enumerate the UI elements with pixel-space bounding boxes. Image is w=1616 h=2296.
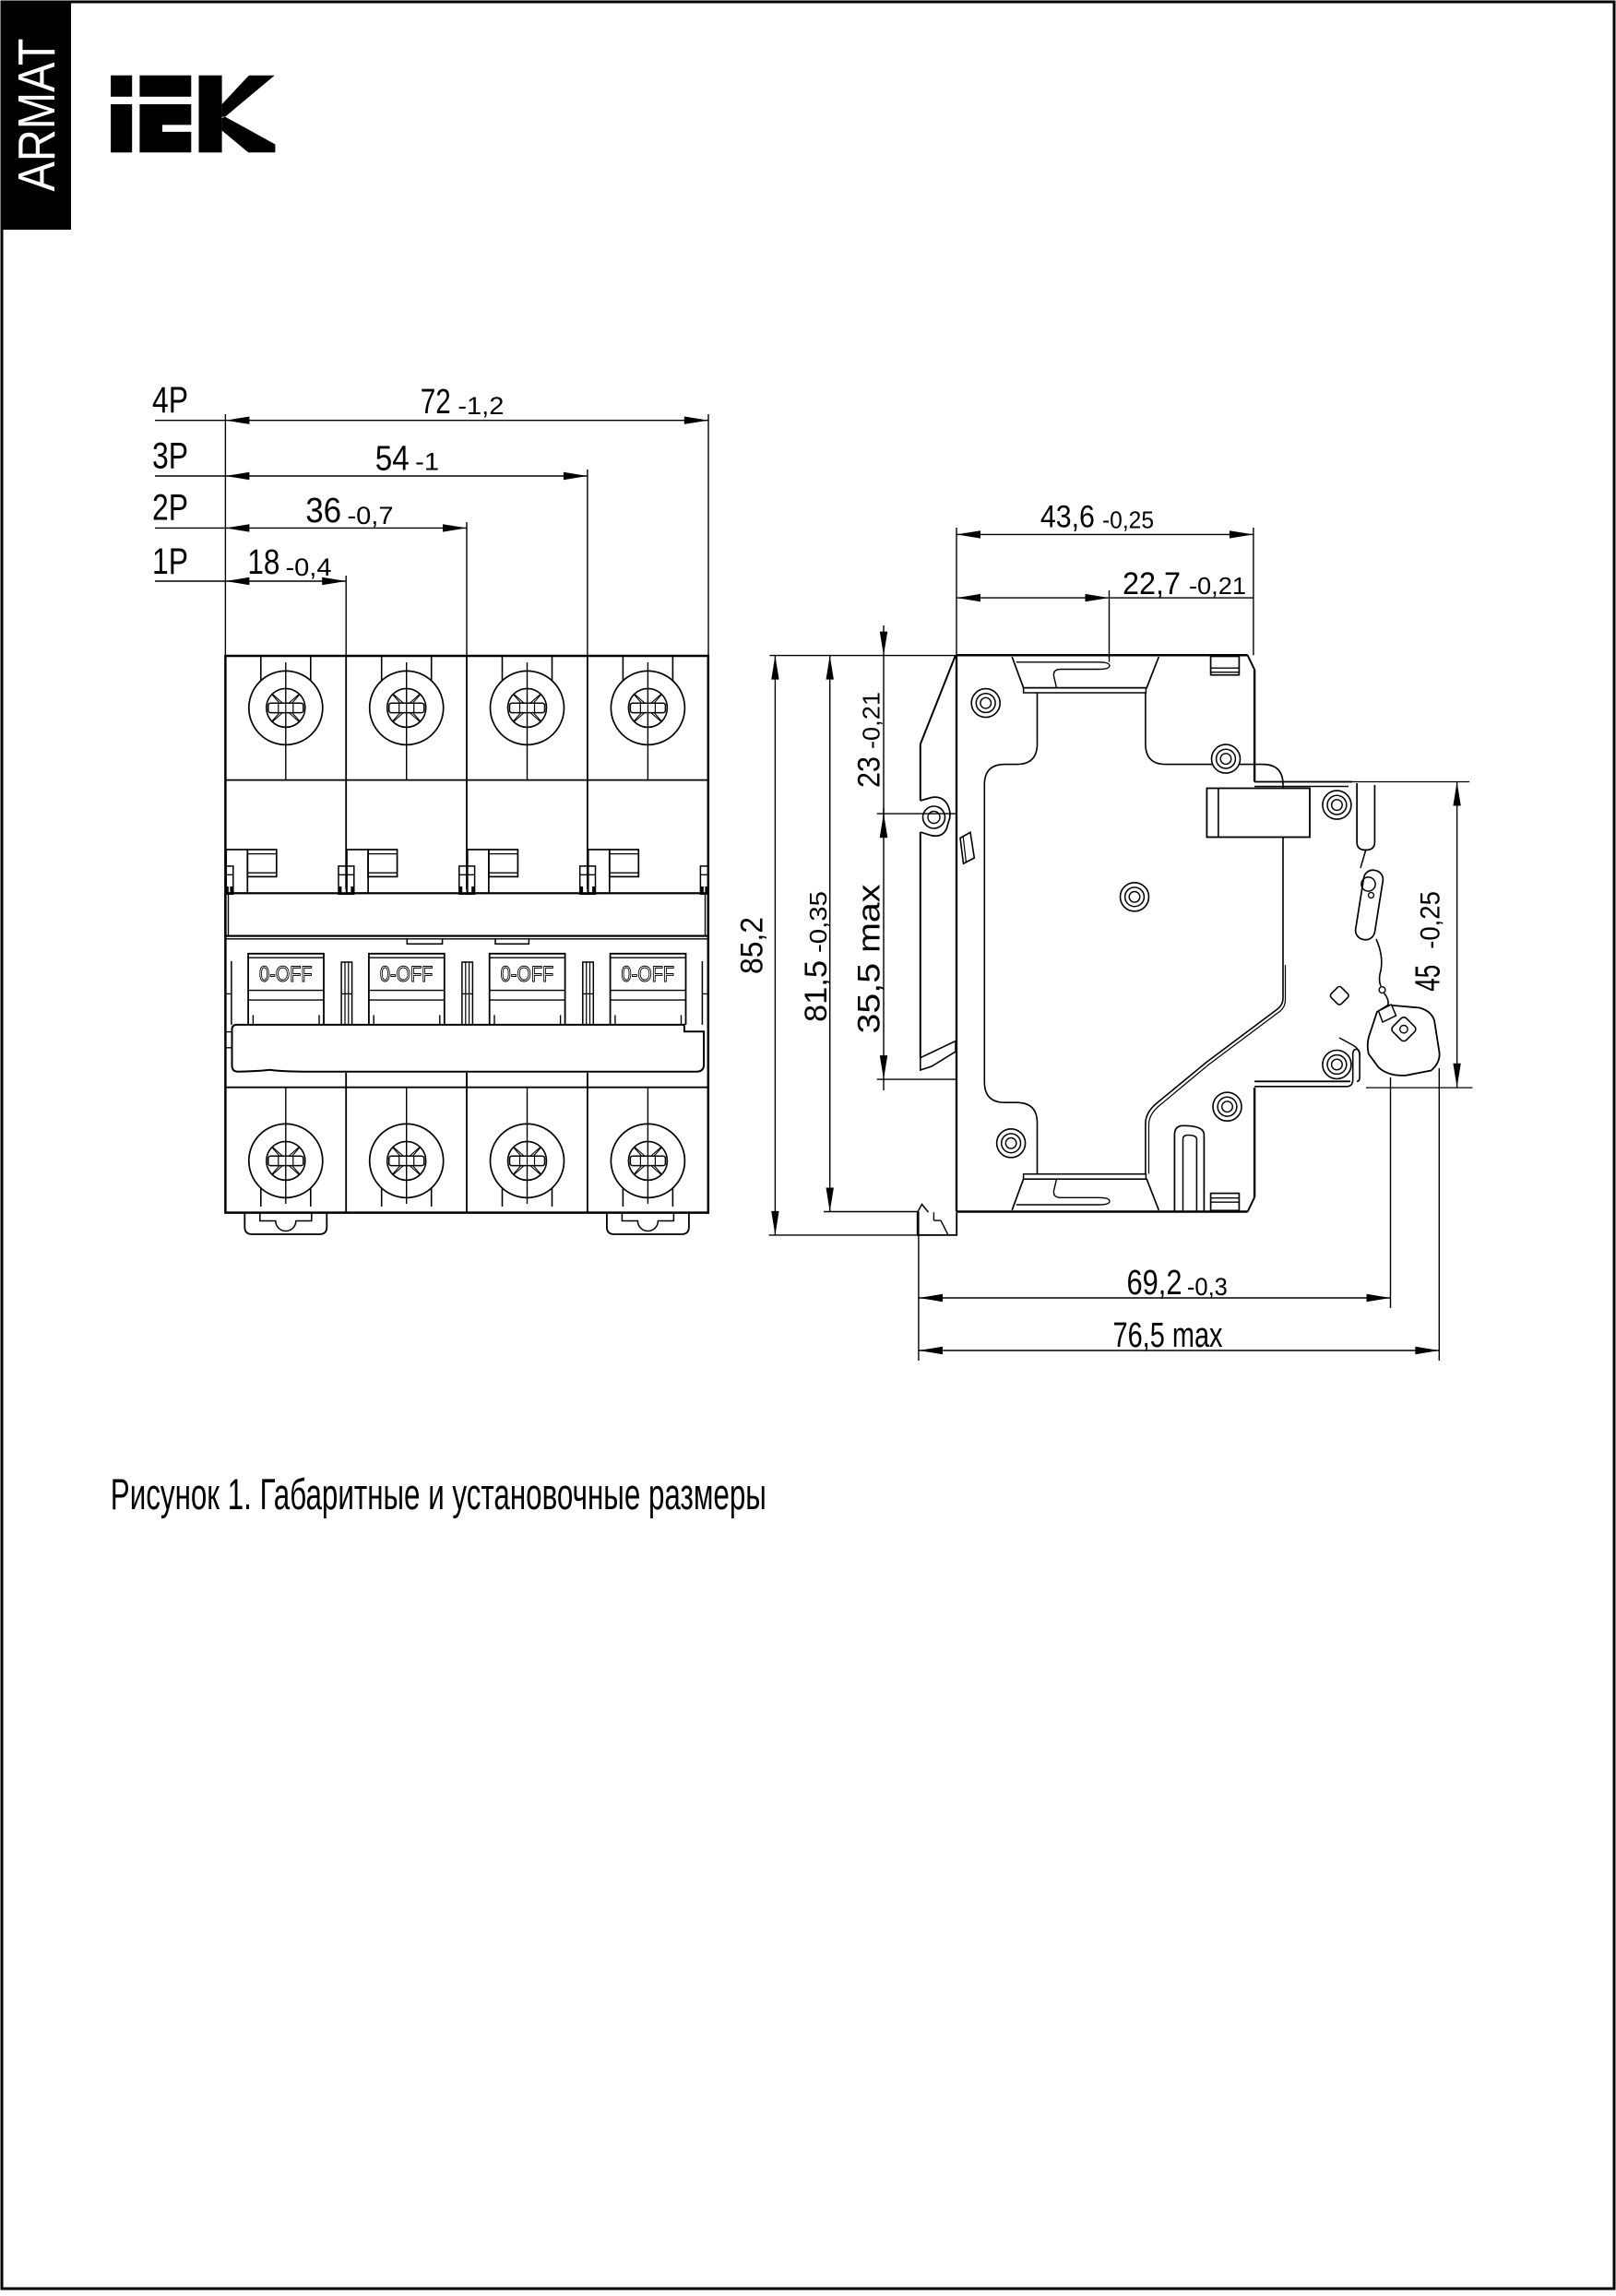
svg-text:36: 36 <box>305 492 341 530</box>
svg-text:-0,4: -0,4 <box>286 553 332 581</box>
svg-text:23-0,21: 23-0,21 <box>851 692 886 788</box>
svg-text:22,7: 22,7 <box>1123 566 1181 601</box>
svg-text:-1,2: -1,2 <box>457 392 504 420</box>
svg-text:43,6: 43,6 <box>1040 500 1095 535</box>
svg-text:81,5-0,35: 81,5-0,35 <box>799 891 834 1022</box>
svg-text:85,2: 85,2 <box>735 917 770 974</box>
svg-text:4P: 4P <box>152 380 188 421</box>
svg-text:69,2: 69,2 <box>1127 1264 1182 1303</box>
svg-text:-0,7: -0,7 <box>348 502 394 529</box>
svg-text:76,5 max: 76,5 max <box>1113 1316 1223 1355</box>
svg-text:0-OFF: 0-OFF <box>622 962 675 987</box>
svg-text:-0,21: -0,21 <box>1189 572 1246 600</box>
svg-text:2P: 2P <box>152 488 188 529</box>
svg-text:Рисунок 1. Габаритные и устано: Рисунок 1. Габаритные и установочные раз… <box>111 1469 766 1518</box>
svg-text:54: 54 <box>375 440 410 479</box>
svg-text:3P: 3P <box>152 436 188 477</box>
svg-text:72: 72 <box>421 383 451 422</box>
svg-text:-0,25: -0,25 <box>1102 506 1154 534</box>
svg-text:-0,3: -0,3 <box>1187 1273 1228 1301</box>
svg-text:-1: -1 <box>415 448 439 476</box>
svg-text:0-OFF: 0-OFF <box>259 962 313 987</box>
svg-text:0-OFF: 0-OFF <box>380 962 434 987</box>
svg-text:1P: 1P <box>152 541 188 582</box>
svg-text:35,5 max: 35,5 max <box>851 885 886 1034</box>
svg-text:0-OFF: 0-OFF <box>501 962 554 987</box>
svg-text:ARMAT: ARMAT <box>7 39 65 192</box>
svg-text:45-0,25: 45-0,25 <box>1408 891 1447 992</box>
svg-text:18: 18 <box>247 543 279 582</box>
